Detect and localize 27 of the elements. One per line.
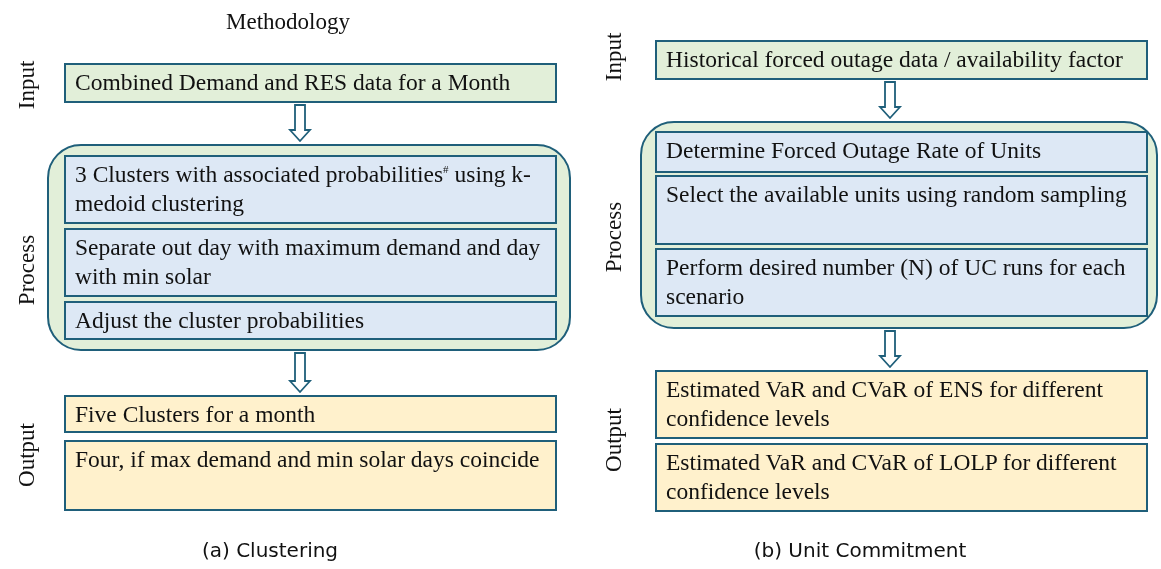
process-box: Combined Demand and RES data for a Month	[64, 63, 557, 103]
caption: (b) Unit Commitment	[753, 538, 967, 562]
hollow-arrow	[287, 352, 313, 394]
process-box: Historical forced outage data / availability factor	[655, 40, 1148, 80]
caption: (a) Clustering	[201, 538, 339, 562]
process-box: Five Clusters for a month	[64, 395, 557, 433]
stage-label: Process	[601, 201, 627, 273]
process-box: Estimated VaR and CVaR of LOLP for different confidence levels	[655, 443, 1148, 512]
process-box: Determine Forced Outage Rate of Units	[655, 131, 1148, 173]
process-box: 3 Clusters with associated probabilities$^{#}$ using k-medoid clustering	[64, 155, 557, 224]
process-box: Estimated VaR and CVaR of ENS for different confidence levels	[655, 370, 1148, 439]
stage-label: Output	[601, 408, 627, 472]
process-box: Four, if max demand and min solar days coincide	[64, 440, 557, 511]
stage-label: Output	[14, 423, 40, 487]
process-box: Perform desired number (N) of UC runs for each scenario	[655, 248, 1148, 317]
hollow-arrow	[877, 330, 903, 369]
hollow-arrow	[287, 104, 313, 143]
stage-label: Process	[14, 234, 40, 306]
process-box: Adjust the cluster probabilities	[64, 301, 557, 340]
stage-label: Input	[14, 60, 40, 110]
group-container	[47, 144, 571, 351]
process-box: Separate out day with maximum demand and day with min solar	[64, 228, 557, 297]
stage-label: Input	[601, 32, 627, 82]
hollow-arrow	[877, 81, 903, 120]
process-box: Select the available units using random sampling	[655, 175, 1148, 245]
group-container	[640, 121, 1158, 329]
title: Methodology	[226, 9, 350, 35]
